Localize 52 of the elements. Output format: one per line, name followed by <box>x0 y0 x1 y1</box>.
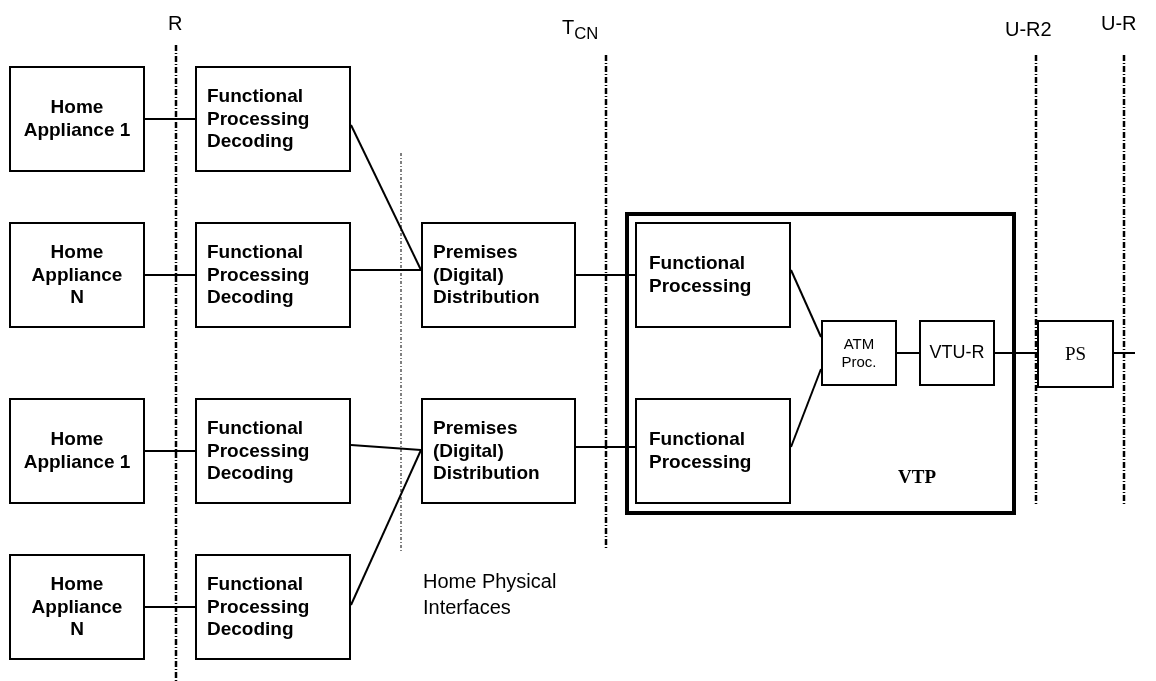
box-label: Functional Processing Decoding <box>207 84 311 154</box>
note-text: Home Physical Interfaces <box>423 569 558 620</box>
processing-box <box>635 398 791 504</box>
processing-box <box>195 554 351 660</box>
appliance-box <box>9 398 145 504</box>
connector-line <box>1113 352 1136 354</box>
reference-point-label: U-R <box>1101 11 1137 36</box>
connector-line <box>790 269 822 338</box>
box-label: Home Appliance N <box>30 240 124 310</box>
box-label: Home Appliance 1 <box>23 96 131 142</box>
box-label: Functional Processing <box>649 428 753 474</box>
processing-box <box>195 222 351 328</box>
box-label: Home Appliance 1 <box>23 428 131 474</box>
box-label: Functional Processing Decoding <box>207 240 311 310</box>
connector-line <box>144 274 196 276</box>
connector-line <box>144 450 196 452</box>
connector-line <box>144 118 196 120</box>
box-label: Functional Processing <box>649 252 753 298</box>
connector-line <box>896 352 920 354</box>
connector-line <box>575 446 636 448</box>
box-label: VTP <box>898 466 936 489</box>
distribution-box <box>421 398 576 504</box>
atm-box <box>821 320 897 386</box>
connector-line <box>350 124 422 271</box>
vtu-box <box>919 320 995 386</box>
box-label: Functional Processing Decoding <box>207 416 311 486</box>
box-label: Home Appliance N <box>30 572 124 642</box>
distribution-box <box>421 222 576 328</box>
connector-line <box>575 274 636 276</box>
connector-line <box>790 368 822 448</box>
processing-box <box>635 222 791 328</box>
ps-box <box>1037 320 1114 388</box>
appliance-box <box>9 222 145 328</box>
box-label: Premises (Digital) Distribution <box>433 416 541 486</box>
processing-box <box>195 66 351 172</box>
appliance-box <box>9 66 145 172</box>
box-label: PS <box>1064 342 1087 366</box>
connector-line <box>350 269 422 271</box>
connector-line <box>144 606 196 608</box>
reference-point-label: T$_{CN}$ <box>562 15 599 45</box>
reference-point-label: U-R2 <box>1005 17 1052 42</box>
vtp-container <box>625 212 1016 515</box>
connector-line <box>994 352 1038 354</box>
box-label: Functional Processing Decoding <box>207 572 311 642</box>
appliance-box <box>9 554 145 660</box>
box-label: Premises (Digital) Distribution <box>433 240 541 310</box>
box-label: ATM Proc. <box>840 335 878 371</box>
connector-line <box>350 449 422 606</box>
connector-line <box>350 444 422 451</box>
reference-point-label: R <box>168 11 183 36</box>
processing-box <box>195 398 351 504</box>
box-label: VTU-R <box>929 342 985 364</box>
